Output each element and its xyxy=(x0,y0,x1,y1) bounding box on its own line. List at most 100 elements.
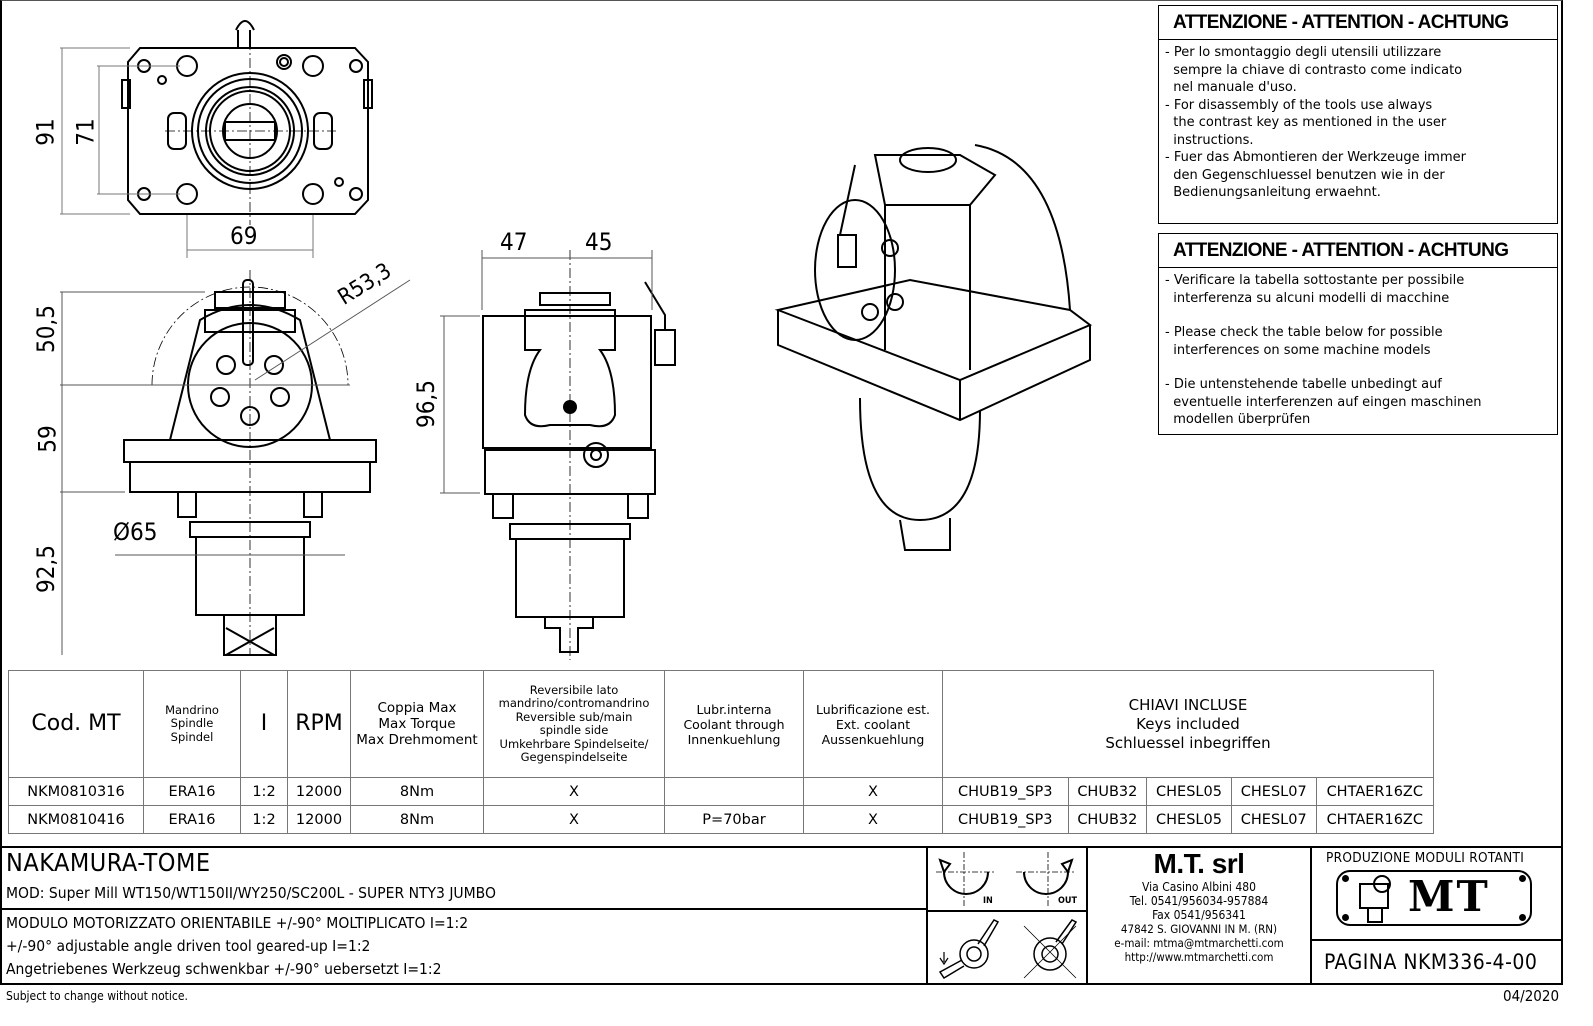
cell-code: NKM0810316 xyxy=(8,777,144,806)
attention-line: Bedienungsanleitung erwaehnt. xyxy=(1165,185,1381,200)
cell-rpm: 12000 xyxy=(287,777,351,806)
cell-torque: 8Nm xyxy=(350,805,484,834)
cell-ratio: 1:2 xyxy=(240,777,288,806)
cell-key: CHUB32 xyxy=(1067,777,1148,806)
cell-coolant-internal: P=70bar xyxy=(664,805,804,834)
cell-code: NKM0810416 xyxy=(8,805,144,834)
cell-ratio: 1:2 xyxy=(240,805,288,834)
company-city: 47842 S. GIOVANNI IN M. (RN) xyxy=(1120,922,1278,936)
attention-box-interference: ATTENZIONE - ATTENTION - ACHTUNG - Verif… xyxy=(1158,233,1558,435)
attention-line xyxy=(1165,359,1553,376)
attention-line: - Per lo smontaggio degli utensili utili… xyxy=(1165,45,1442,60)
production-label: PRODUZIONE MODULI ROTANTI xyxy=(1326,850,1525,866)
mt-logo: MT xyxy=(1336,870,1532,926)
header-code: Cod. MT xyxy=(8,670,144,778)
attention-line: modellen überprüfen xyxy=(1165,412,1311,427)
cell-reversible: X xyxy=(483,805,665,834)
logo-tool-icon xyxy=(1359,875,1391,923)
description-it: MODULO MOTORIZZATO ORIENTABILE +/-90° MO… xyxy=(6,914,469,932)
dim-50-5: 50,5 xyxy=(32,304,61,354)
company-tel: Tel. 0541/956034-957884 xyxy=(1129,894,1269,908)
logo-text: MT xyxy=(1408,872,1490,921)
top-view-drawing xyxy=(60,20,373,258)
attention-line: - For disassembly of the tools use alway… xyxy=(1165,97,1433,113)
attention-line: sempre la chiave di contrasto come indic… xyxy=(1165,62,1463,78)
attention-line: - Die untenstehende tabelle unbedingt au… xyxy=(1165,377,1442,392)
rotation-out-icon xyxy=(1016,852,1076,906)
company-fax: Fax 0541/956341 xyxy=(1152,908,1246,922)
attention-line: - Please check the table below for possi… xyxy=(1165,325,1443,340)
page-number: PAGINA NKM336-4-00 xyxy=(1324,950,1538,974)
dim-92-5: 92,5 xyxy=(32,544,61,594)
attention-line: instructions. xyxy=(1165,132,1254,148)
attention-line: eventuelle interferenzen auf eingen masc… xyxy=(1165,394,1482,410)
company-email[interactable]: e-mail: mtma@mtmarchetti.com xyxy=(1114,936,1284,950)
company-website[interactable]: http://www.mtmarchetti.com xyxy=(1124,950,1274,964)
dim-47: 47 xyxy=(500,228,528,256)
rotation-out-label: OUT xyxy=(1058,896,1077,906)
cell-key: CHUB19_SP3 xyxy=(942,777,1069,806)
cell-key: CHTAER16ZC xyxy=(1315,805,1435,834)
dim-96-5: 96,5 xyxy=(412,379,441,429)
wrench-correct-icon xyxy=(938,919,1000,980)
cell-key: CHUB32 xyxy=(1067,805,1148,834)
rotation-direction-cell: IN OUT xyxy=(926,846,1088,912)
machine-models: MOD: Super Mill WT150/WT150II/WY250/SC20… xyxy=(6,884,496,902)
attention-line xyxy=(1165,307,1553,324)
header-rpm: RPM xyxy=(287,670,351,778)
attention-line: interferenza su alcuni modelli di macchi… xyxy=(1165,290,1450,306)
attention-line: - Verificare la tabella sottostante per … xyxy=(1165,273,1465,288)
header-ratio: I xyxy=(240,670,288,778)
attention-text: - Per lo smontaggio degli utensili utili… xyxy=(1159,40,1557,204)
cell-rpm: 12000 xyxy=(287,805,351,834)
logo-screw-icon xyxy=(1342,875,1349,882)
dim-diameter-65: Ø65 xyxy=(113,518,158,546)
attention-line: nel manuale d'uso. xyxy=(1165,80,1297,95)
logo-screw-icon xyxy=(1519,875,1526,882)
wrench-usage-cell xyxy=(926,910,1088,985)
isometric-view-drawing xyxy=(774,144,1092,551)
cell-coolant-external: X xyxy=(803,777,943,806)
description-en: +/-90° adjustable angle driven tool gear… xyxy=(6,937,371,955)
cell-spindle: ERA16 xyxy=(143,777,241,806)
attention-line: the contrast key as mentioned in the use… xyxy=(1165,115,1447,130)
cell-coolant-internal xyxy=(664,777,804,806)
dim-71: 71 xyxy=(71,118,100,146)
attention-text: - Verificare la tabella sottostante per … xyxy=(1159,268,1557,431)
machine-name: NAKAMURA-TOME xyxy=(6,848,211,877)
table-row: NKM0810416 ERA16 1:2 12000 8Nm X P=70bar… xyxy=(8,805,1435,834)
logo-cell: PRODUZIONE MODULI ROTANTI MT xyxy=(1310,846,1563,941)
attention-heading: ATTENZIONE - ATTENTION - ACHTUNG xyxy=(1159,6,1557,40)
company-info-cell: M.T. srl Via Casino Albini 480 Tel. 0541… xyxy=(1086,846,1312,985)
rotation-in-label: IN xyxy=(983,896,993,906)
cell-reversible: X xyxy=(483,777,665,806)
footer-notice: Subject to change without notice. xyxy=(6,989,188,1003)
dim-59: 59 xyxy=(33,425,62,453)
logo-screw-icon xyxy=(1342,914,1349,921)
cell-key: CHESL05 xyxy=(1146,777,1232,806)
footer-date: 04/2020 xyxy=(1503,987,1560,1005)
attention-box-disassembly: ATTENZIONE - ATTENTION - ACHTUNG - Per l… xyxy=(1158,5,1558,224)
cell-key: CHTAER16ZC xyxy=(1315,777,1435,806)
cell-coolant-external: X xyxy=(803,805,943,834)
cell-key: CHUB19_SP3 xyxy=(942,805,1069,834)
description-de: Angetriebenes Werkzeug schwenkbar +/-90°… xyxy=(6,960,442,978)
dim-69: 69 xyxy=(230,222,258,250)
attention-line: - Fuer das Abmontieren der Werkzeuge imm… xyxy=(1165,150,1466,165)
dim-45: 45 xyxy=(585,228,613,256)
title-description-cell: MODULO MOTORIZZATO ORIENTABILE +/-90° MO… xyxy=(0,908,928,985)
cell-key: CHESL07 xyxy=(1230,777,1317,806)
rotation-in-icon xyxy=(936,852,996,906)
dim-91: 91 xyxy=(31,118,60,146)
cell-key: CHESL07 xyxy=(1230,805,1317,834)
page-number-cell: PAGINA NKM336-4-00 xyxy=(1310,939,1563,985)
company-name: M.T. srl xyxy=(1153,848,1245,879)
attention-line: den Gegenschluessel benutzen wie in der xyxy=(1165,167,1445,183)
